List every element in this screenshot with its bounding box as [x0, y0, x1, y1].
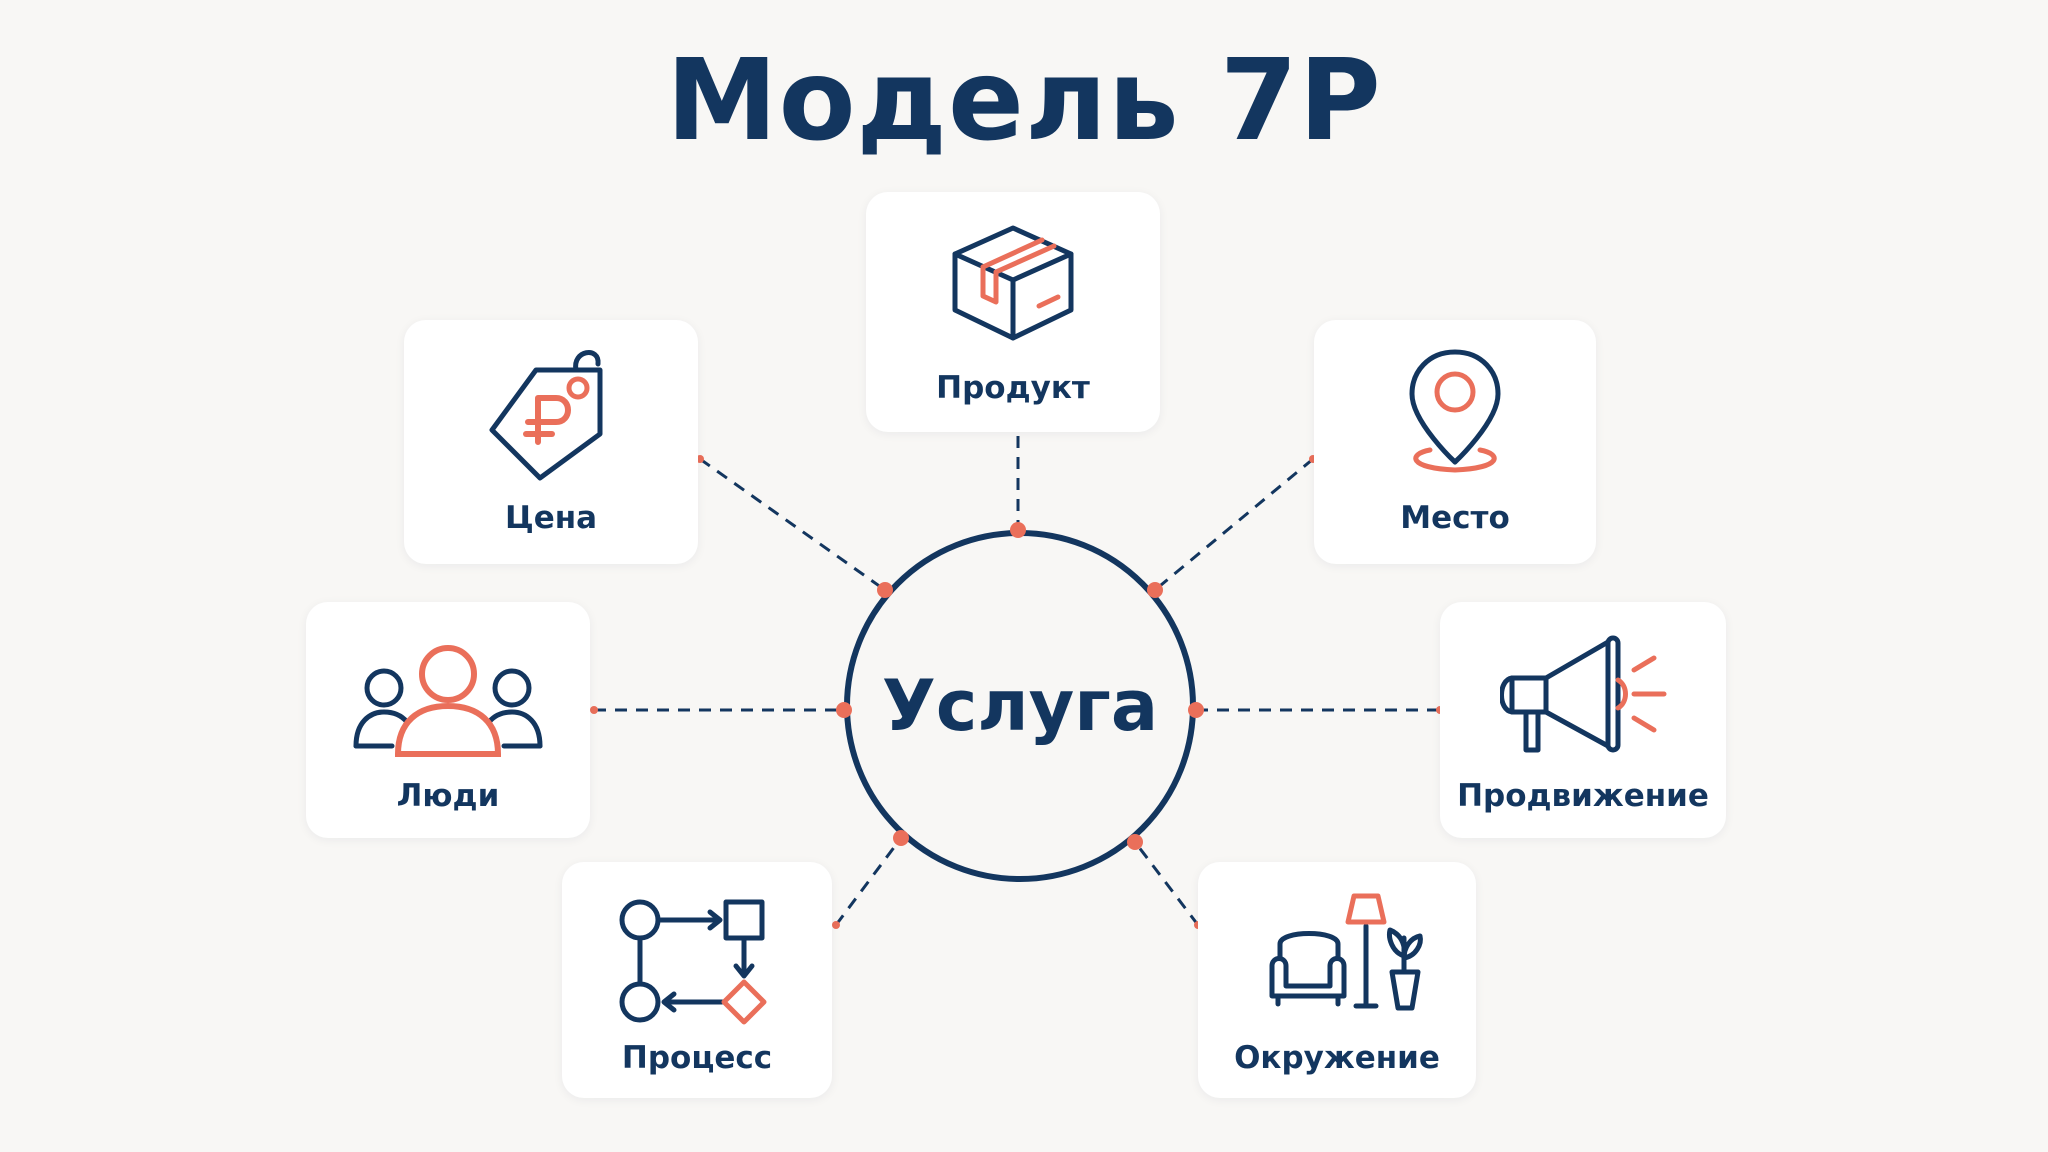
interior-icon [1269, 893, 1423, 1011]
node-label-process: Процесс [621, 1040, 773, 1076]
connector-price [699, 457, 886, 592]
anchor-dot-price [877, 582, 893, 598]
people-icon [353, 645, 543, 757]
node-label-people: Люди [396, 778, 500, 814]
center-label: Услуга [881, 665, 1159, 747]
diagram-title: Модель 7P [666, 36, 1382, 166]
center-node: Услуга [844, 530, 1196, 882]
connector-process [834, 837, 903, 926]
node-label-physical: Окружение [1234, 1040, 1440, 1076]
flowchart-icon [619, 899, 767, 1025]
node-card-place: Место [1314, 320, 1596, 564]
node-label-place: Место [1400, 500, 1510, 536]
connector-physical [1133, 841, 1200, 926]
price-tag-icon [489, 350, 603, 481]
anchor-dot-process [893, 830, 909, 846]
node-card-promotion: Продвижение [1440, 602, 1726, 838]
anchor-dot-physical [1127, 834, 1143, 850]
node-card-process: Процесс [562, 862, 832, 1098]
node-label-promotion: Продвижение [1457, 778, 1709, 814]
node-card-people: Люди [306, 602, 590, 838]
node-card-product: Продукт [866, 192, 1160, 432]
anchor-dot-place [1147, 582, 1163, 598]
anchor-dot-promotion [1188, 702, 1204, 718]
box-icon [952, 225, 1074, 341]
connector-place [1154, 457, 1314, 592]
node-card-price: Цена [404, 320, 698, 564]
node-card-physical: Окружение [1198, 862, 1476, 1098]
map-pin-icon [1409, 349, 1501, 473]
megaphone-icon [1500, 635, 1667, 753]
anchor-dot-people [836, 702, 852, 718]
node-label-price: Цена [504, 500, 598, 536]
anchor-dot-product [1010, 522, 1026, 538]
node-label-product: Продукт [936, 370, 1090, 406]
